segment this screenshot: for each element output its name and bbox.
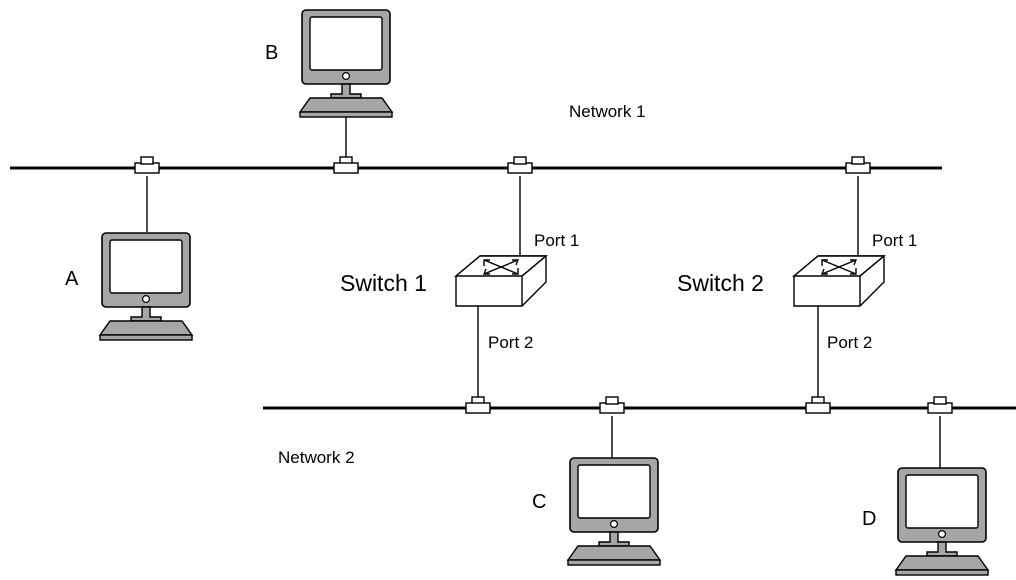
switch-1-port-2-label: Port 2 xyxy=(488,333,533,352)
switch-1-port-1-label: Port 1 xyxy=(534,231,579,250)
tap-connector-switch-1-port-1 xyxy=(507,156,533,174)
computer-label-A: A xyxy=(65,268,79,290)
computer-label-D: D xyxy=(862,508,876,530)
tap-connector-C xyxy=(599,396,625,414)
switch-label-1: Switch 1 xyxy=(340,270,427,296)
tap-connector-A xyxy=(134,156,160,174)
computer-icon-C xyxy=(567,457,661,566)
switch-label-2: Switch 2 xyxy=(677,270,764,296)
network-2-label: Network 2 xyxy=(278,448,355,467)
switch-2-port-1-label: Port 1 xyxy=(872,231,917,250)
tap-connector-B xyxy=(333,156,359,174)
tap-connector-switch-2-port-1 xyxy=(845,156,871,174)
computer-label-B: B xyxy=(265,42,278,64)
tap-connector-D xyxy=(927,396,953,414)
tap-connector-switch-1-port-2 xyxy=(465,396,491,414)
computer-icon-B xyxy=(299,9,393,118)
computer-label-C: C xyxy=(532,491,546,513)
switch-icon-2 xyxy=(793,255,885,307)
computer-icon-A xyxy=(99,232,193,341)
switch-2-port-2-label: Port 2 xyxy=(827,333,872,352)
network-1-label: Network 1 xyxy=(569,102,646,121)
switch-icon-1 xyxy=(455,255,547,307)
computer-icon-D xyxy=(895,467,989,576)
tap-connector-switch-2-port-2 xyxy=(805,396,831,414)
